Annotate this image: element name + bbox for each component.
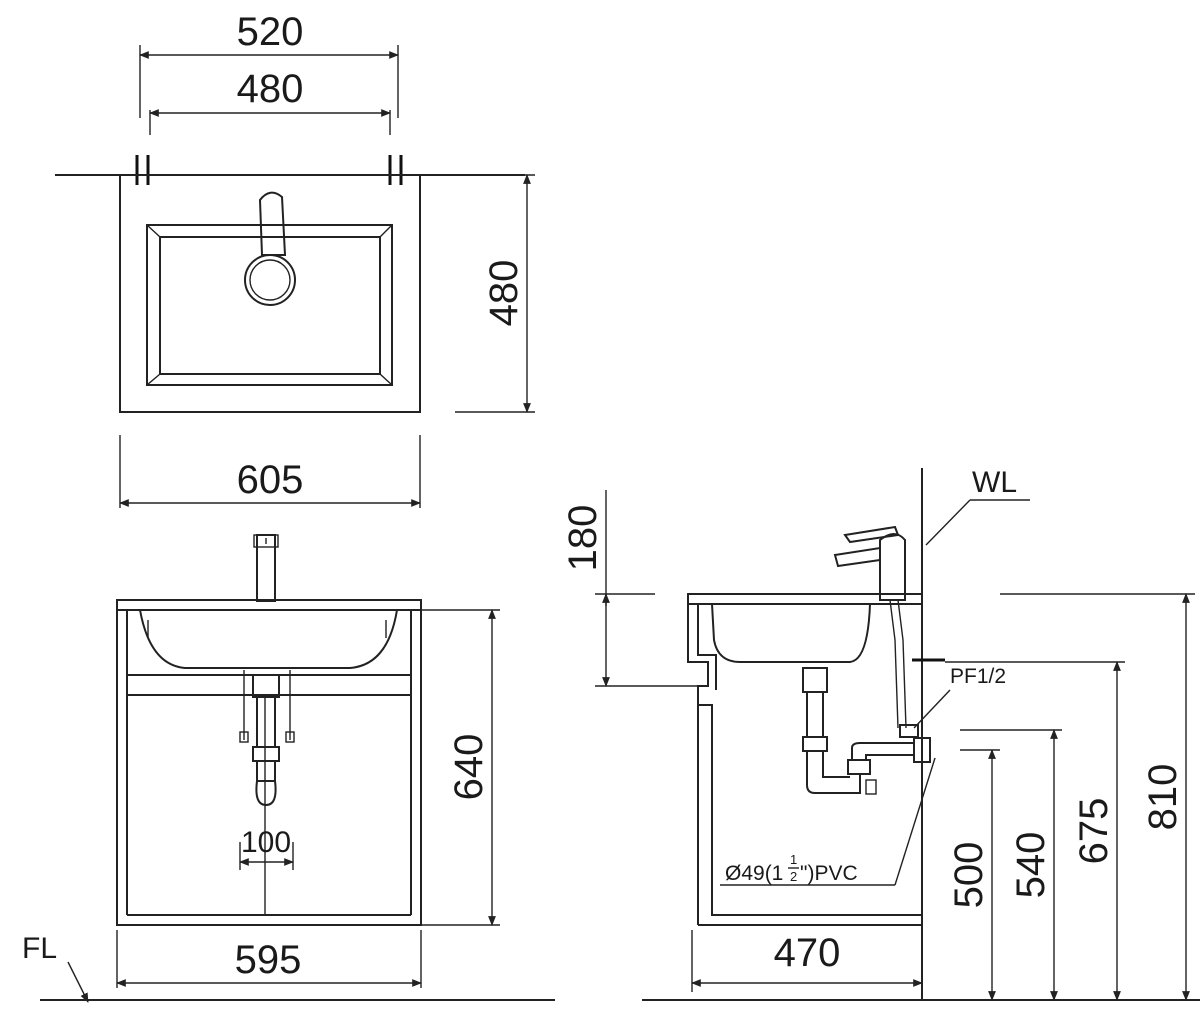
front-view: 100 640 595 FL <box>22 534 555 1003</box>
dim-100-line <box>239 842 294 870</box>
dim-cabinet-height: 640 <box>447 734 491 801</box>
drain-label-prefix: Ø49(1 <box>725 862 783 885</box>
drain-label-suffix: ")PVC <box>800 862 858 885</box>
floor-leader <box>67 961 89 1003</box>
dim-outer-width: 520 <box>237 10 304 54</box>
dim-trap-height: 540 <box>1009 832 1053 899</box>
dim-inner-width: 480 <box>237 67 304 111</box>
dim-480-line <box>149 109 391 135</box>
faucet-side-icon <box>833 525 906 601</box>
faucet-top-icon <box>244 191 296 306</box>
wall-label: WL <box>972 466 1017 499</box>
left-bracket-icon <box>135 155 150 185</box>
dim-cabinet-width: 605 <box>237 458 304 502</box>
side-supply-line <box>889 599 951 738</box>
dim-675-line <box>945 661 1125 1001</box>
dim-540-line <box>960 729 1062 1001</box>
dim-180-line <box>595 490 700 687</box>
dim-640-line <box>421 609 500 926</box>
floor-label: FL <box>22 932 57 965</box>
top-cabinet-outline <box>119 174 421 413</box>
dim-base-width: 595 <box>235 938 302 982</box>
dim-520-line <box>139 45 399 118</box>
drain-label: Ø49(1 1 2 ")PVC <box>725 852 858 885</box>
dim-top-height: 810 <box>1141 764 1185 831</box>
faucet-front-icon <box>253 534 279 602</box>
dim-supply-height: 675 <box>1072 798 1116 865</box>
top-view: 520 480 <box>55 10 535 508</box>
dim-drain-spacing: 100 <box>241 826 291 859</box>
dim-605-line <box>119 435 421 508</box>
side-countertop <box>687 593 923 605</box>
front-supply-hoses <box>239 670 295 743</box>
basin-bevel-corners <box>146 224 393 386</box>
dim-side-depth: 470 <box>774 931 841 975</box>
dim-500-line <box>960 749 1000 1001</box>
drain-frac-num: 1 <box>790 852 797 867</box>
dim-470-line <box>691 930 923 992</box>
supply-label: PF1/2 <box>950 665 1006 688</box>
wall-leader <box>925 499 971 546</box>
dim-drain-height: 500 <box>947 842 991 909</box>
basin-inner-rim <box>159 236 381 375</box>
drain-frac-den: 2 <box>790 869 797 884</box>
dim-810-line <box>1000 593 1195 1001</box>
basin-outer-rim <box>146 224 393 386</box>
drain-leader <box>894 757 936 886</box>
dim-depth: 480 <box>482 260 526 327</box>
side-view: WL <box>561 466 1200 1001</box>
side-drain-trap <box>802 667 931 795</box>
right-bracket-icon <box>388 155 403 185</box>
dim-faucet-height: 180 <box>561 505 605 572</box>
front-cabinet-body <box>116 609 422 926</box>
dim-depth-line <box>420 174 535 413</box>
front-drain-trap <box>252 674 280 807</box>
front-basin <box>139 609 398 669</box>
side-basin <box>711 603 871 663</box>
dim-595-line <box>116 930 422 988</box>
side-cabinet-inner <box>697 604 717 690</box>
